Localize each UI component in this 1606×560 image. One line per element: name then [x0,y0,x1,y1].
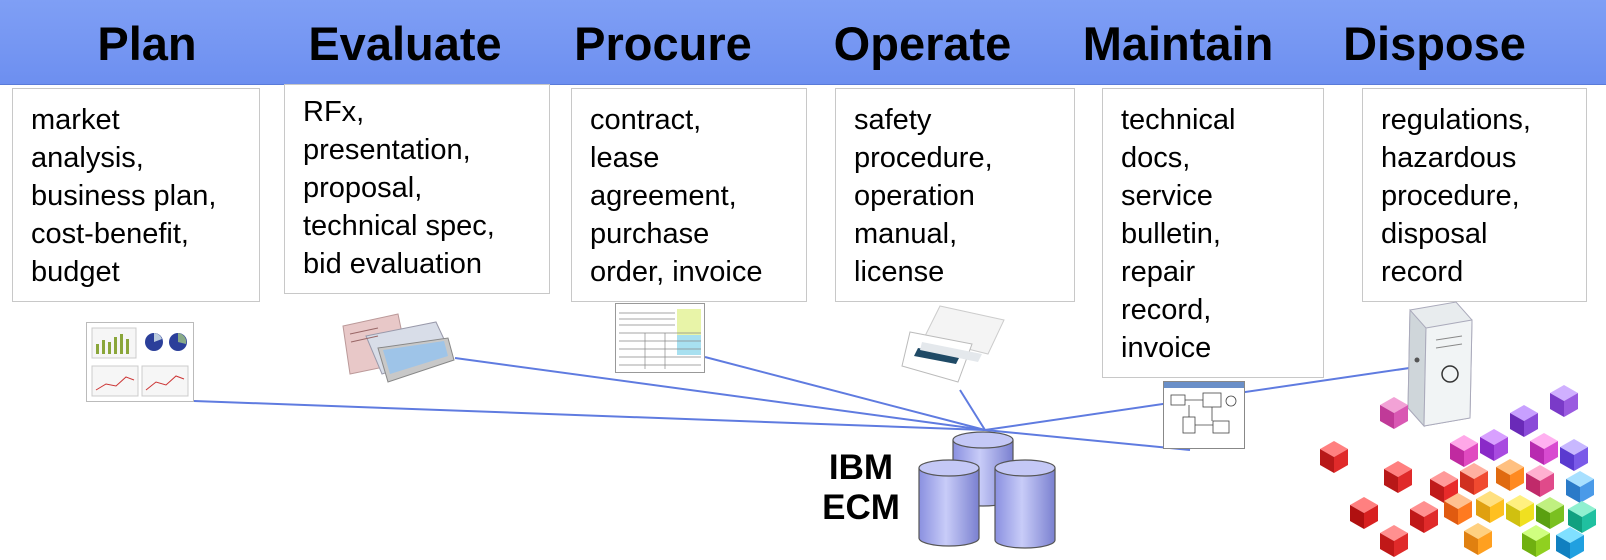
list-item: market [31,104,120,136]
list-item: license [854,256,945,288]
phase-box-plan: market analysis, business plan, cost-ben… [12,88,260,302]
phase-title-dispose: Dispose [1343,17,1526,70]
phase-title-plan: Plan [97,17,197,70]
list-item: purchase [590,218,710,250]
phase-box-maintain: technical docs, service bulletin, repair… [1102,88,1324,378]
list-item: bulletin, [1121,218,1221,250]
presentation-documents-icon [342,313,455,383]
list-item: record [1381,256,1464,288]
repository-label-line1: IBM [828,448,894,487]
list-item: budget [31,256,120,288]
connector-evaluate [454,357,986,431]
list-item: agreement, [590,180,737,212]
phase-box-dispose: regulations, hazardous procedure, dispos… [1362,88,1587,302]
connector-plan [139,398,986,431]
spreadsheet-report-icon [86,322,194,402]
list-item: safety [854,104,932,136]
list-item: hazardous [1381,142,1517,174]
connector-operate [959,389,986,431]
binder-icon [1407,301,1473,428]
list-item: cost-benefit, [31,218,189,250]
database-cylinders-icon [918,431,1056,549]
list-item: presentation, [303,134,471,166]
list-item: analysis, [31,142,144,174]
list-item: regulations, [1381,104,1531,136]
list-item: technical spec, [303,210,495,242]
phase-title-operate: Operate [833,17,1012,70]
lifecycle-header: Plan Evaluate Procure Operate Maintain D… [0,0,1606,85]
list-item: procedure, [1381,180,1520,212]
list-item: bid evaluation [303,248,482,280]
list-item: disposal [1381,218,1488,250]
manual-booklet-icon [901,305,1005,383]
phase-box-procure: contract, lease agreement, purchase orde… [571,88,807,302]
connector-maintain [984,429,1191,451]
list-item: repair [1121,256,1196,288]
phase-title-procure: Procure [574,17,752,70]
repository-label-line2: ECM [822,488,900,527]
list-item: proposal, [303,172,423,204]
list-item: order, invoice [590,256,763,288]
phase-title-evaluate: Evaluate [308,17,502,70]
list-item: manual, [854,218,958,250]
list-item: technical [1121,104,1236,136]
phase-box-evaluate: RFx, presentation, proposal, technical s… [284,84,550,294]
list-item: lease [590,142,660,174]
form-document-icon [615,303,705,373]
list-item: RFx, [303,96,365,128]
list-item: invoice [1121,332,1212,364]
colored-cubes-icon [1320,385,1596,559]
list-item: record, [1121,294,1212,326]
phase-box-operate: safety procedure, operation manual, lice… [835,88,1075,302]
connector-procure [704,356,986,431]
list-item: business plan, [31,180,217,212]
list-item: service [1121,180,1213,212]
phase-title-maintain: Maintain [1082,17,1274,70]
list-item: procedure, [854,142,993,174]
list-item: operation [854,180,975,212]
list-item: contract, [590,104,702,136]
list-item: docs, [1121,142,1191,174]
technical-drawing-icon [1163,381,1245,449]
